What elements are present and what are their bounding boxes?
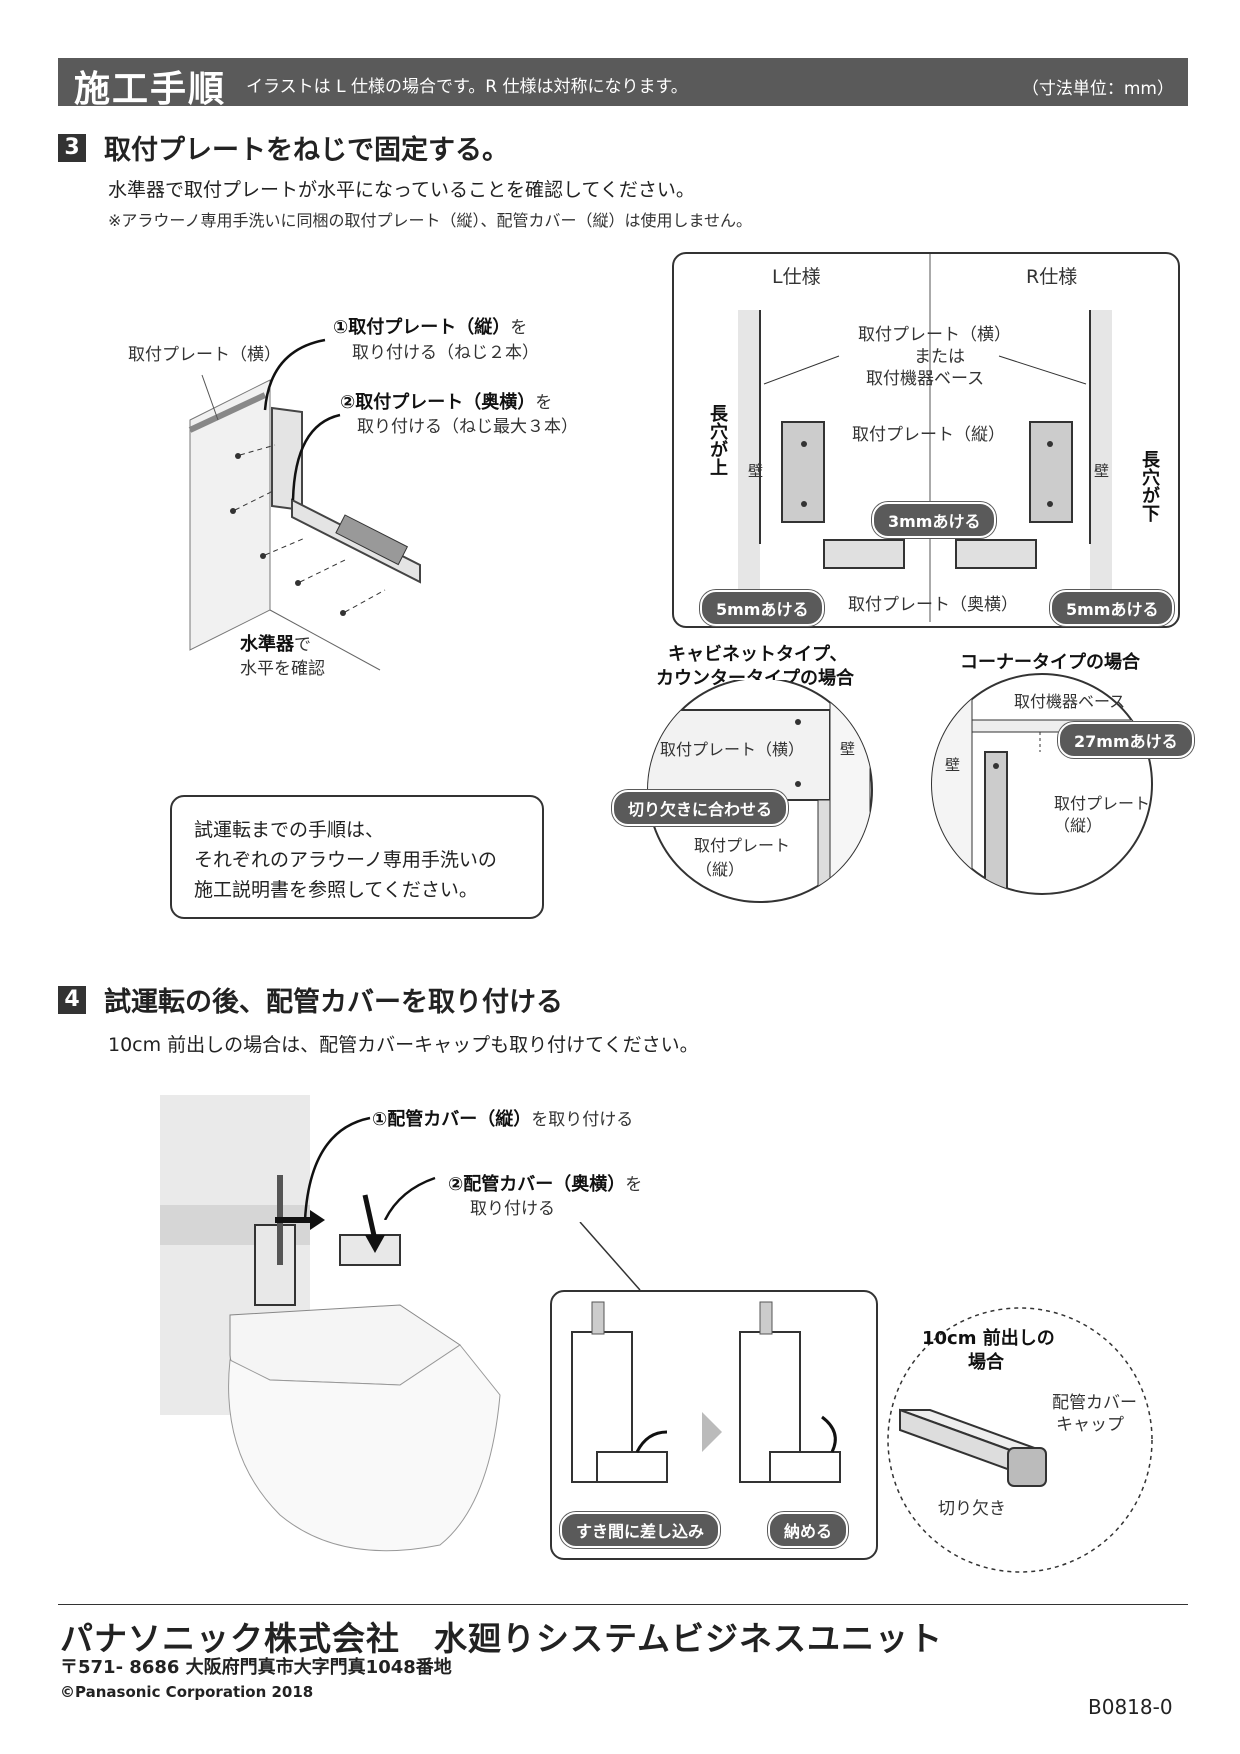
company-name: パナソニック株式会社 水廻りシステムビジネスユニット: [60, 1619, 944, 1658]
step-number-3: 3: [58, 134, 86, 162]
callout-plate-back: ②取付プレート（奥横）を: [340, 392, 553, 413]
align-notch-badge: 切り欠きに合わせる: [612, 790, 789, 826]
cap-label-2: キャップ: [1056, 1415, 1124, 1435]
notch-label: 切り欠き: [938, 1499, 1006, 1519]
callout-plate-vertical: ①取付プレート（縦）を: [333, 317, 528, 338]
unit-note: （寸法単位：mm）: [1021, 79, 1174, 99]
plate-horizontal-label: 取付プレート（横）: [128, 345, 281, 365]
gap-5mm-badge-l: 5mmあける: [700, 590, 825, 626]
plate-horizontal-or-base-1: 取付プレート（横）: [858, 325, 1011, 345]
note-line-2: それぞれのアラウーノ専用手洗いの: [194, 849, 497, 871]
company-address: 〒571- 8686 大阪府門真市大字門真1048番地: [60, 1657, 452, 1678]
toilet-illustration: [160, 1095, 501, 1552]
slot-up-label: 長穴が上: [707, 404, 728, 476]
corner-plate-vertical-2: （縦）: [1054, 816, 1103, 835]
footer-divider: [58, 1604, 1188, 1605]
callout-pipe-cover-back: ②配管カバー（奥横）を: [448, 1174, 643, 1195]
corner-base-label: 取付機器ベース: [1014, 692, 1126, 711]
slot-down-label: 長穴が下: [1139, 450, 1160, 522]
wall-label-l: 壁: [748, 462, 764, 480]
pipe-cover-detail-panel: [550, 1290, 878, 1560]
cabinet-title-2: カウンタータイプの場合: [656, 668, 854, 689]
front-title-2: 場合: [968, 1352, 1004, 1373]
note-line-1: 試運転までの手順は、: [194, 819, 385, 841]
trial-run-note-box: 試運転までの手順は、 それぞれのアラウーノ専用手洗いの 施工説明書を参照してくだ…: [170, 795, 544, 919]
gap-27mm-badge: 27mmあける: [1058, 722, 1194, 758]
corner-plate-vertical-1: 取付プレート: [1054, 794, 1151, 813]
cabinet-wall: 壁: [840, 740, 856, 758]
detail-pointer: [579, 1222, 641, 1291]
fit-in-badge: 納める: [768, 1512, 849, 1548]
illustration-note: イラストは L 仕様の場合です。R 仕様は対称になります。: [246, 77, 688, 97]
r-spec-label: R仕様: [1026, 266, 1078, 288]
plate-horizontal-or-base-2: または: [914, 347, 965, 367]
plate-vertical-label: 取付プレート（縦）: [852, 425, 1005, 445]
callout-plate-back-detail: 取り付ける（ねじ最大３本）: [357, 417, 578, 437]
wall-label-r: 壁: [1094, 462, 1110, 480]
step3-note: ※アラウーノ専用手洗いに同梱の取付プレート（縦）、配管カバー（縦）は使用しません…: [108, 211, 752, 230]
cabinet-plate-vertical-2: （縦）: [696, 860, 745, 879]
front-title-1: 10cm 前出しの: [922, 1328, 1055, 1349]
level-check-label: 水準器で: [240, 634, 311, 655]
copyright: ©Panasonic Corporation 2018: [60, 1683, 314, 1701]
plate-back-label: 取付プレート（奥横）: [848, 595, 1018, 615]
step3-title: 取付プレートをねじで固定する。: [104, 135, 509, 166]
document-code: B0818-0: [1088, 1695, 1173, 1719]
cabinet-plate-horizontal: 取付プレート（横）: [660, 740, 805, 759]
level-check-detail: 水平を確認: [240, 659, 325, 679]
lr-spec-panel: [672, 252, 1180, 628]
callout-pipe-cover-back-detail: 取り付ける: [470, 1199, 555, 1219]
l-spec-label: L仕様: [772, 266, 821, 288]
cap-label-1: 配管カバー: [1052, 1393, 1137, 1413]
cabinet-plate-vertical-1: 取付プレート: [694, 836, 791, 855]
step-number-4: 4: [58, 986, 86, 1014]
gap-5mm-badge-r: 5mmあける: [1050, 590, 1175, 626]
lr-spec-illustration: [738, 254, 1112, 622]
section-title: 施工手順: [74, 69, 227, 110]
plate-horizontal-or-base-3: 取付機器ベース: [866, 369, 985, 389]
section-header: 施工手順 イラストは L 仕様の場合です。R 仕様は対称になります。 （寸法単位…: [58, 58, 1188, 110]
plate-install-illustration: [188, 379, 421, 671]
note-line-3: 施工説明書を参照してください。: [194, 879, 478, 901]
step4-callout-lines: [303, 1116, 436, 1220]
step4-title: 試運転の後、配管カバーを取り付ける: [104, 987, 563, 1018]
corner-title: コーナータイプの場合: [960, 652, 1140, 673]
callout-plate-vertical-detail: 取り付ける（ねじ２本）: [352, 343, 539, 363]
front-cap-circle: [887, 1307, 1153, 1573]
pipe-cover-detail-illustration: [571, 1301, 841, 1483]
cabinet-title-1: キャビネットタイプ、: [668, 644, 848, 665]
callout-pipe-cover-vertical: ①配管カバー（縦）を取り付ける: [372, 1109, 634, 1130]
gap-3mm-badge: 3mmあける: [872, 502, 997, 538]
step4-subtitle: 10cm 前出しの場合は、配管カバーキャップも取り付けてください。: [108, 1034, 699, 1056]
step3-subtitle: 水準器で取付プレートが水平になっていることを確認してください。: [108, 179, 695, 201]
insert-gap-badge: すき間に差し込み: [560, 1512, 721, 1548]
corner-wall: 壁: [945, 756, 961, 774]
callout-lines: [201, 338, 341, 501]
